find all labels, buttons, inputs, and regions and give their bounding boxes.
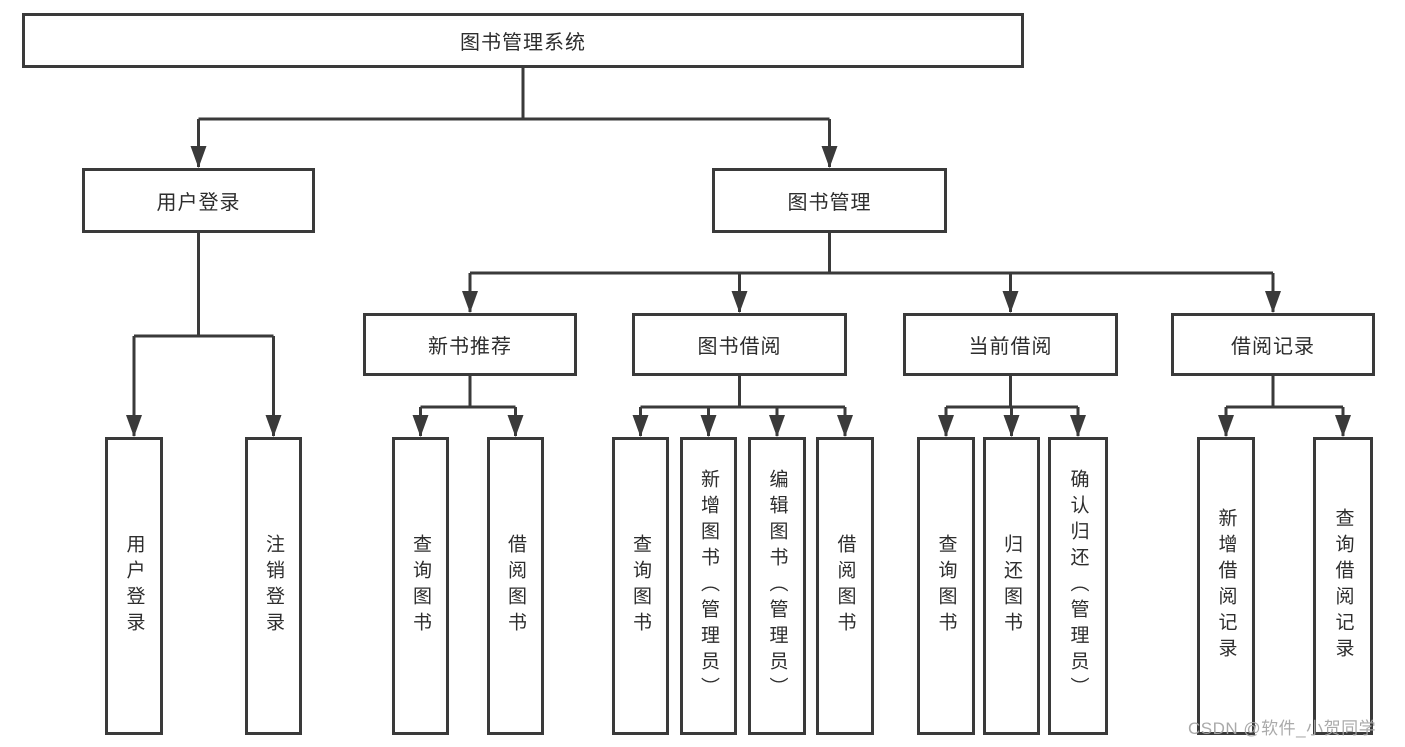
node-user-login-label: 用户登录 (156, 192, 241, 214)
csdn-watermark: CSDN @软件_小贺同学 (1188, 719, 1377, 738)
leaf-confirm-return-admin-label: 确认归还（管理员） (1067, 469, 1089, 703)
node-new-book-recommend: 新书推荐 (363, 313, 577, 376)
leaf-return-books: 归还图书 (983, 437, 1040, 735)
connector-group-user-login (126, 233, 282, 437)
node-current-borrowing: 当前借阅 (903, 313, 1118, 376)
connector-group-new-book (412, 376, 524, 437)
leaf-borrow-books-recommend: 借阅图书 (487, 437, 544, 735)
leaf-logout-label: 注销登录 (263, 534, 284, 638)
node-borrow-records-label: 借阅记录 (1231, 336, 1315, 358)
node-current-borrowing-label: 当前借阅 (968, 336, 1053, 358)
leaf-query-books-current: 查询图书 (917, 437, 975, 735)
node-user-login: 用户登录 (82, 168, 315, 233)
node-new-book-recommend-label: 新书推荐 (428, 336, 512, 358)
leaf-add-borrow-record: 新增借阅记录 (1197, 437, 1255, 735)
connector-group-root (190, 68, 838, 168)
node-book-management: 图书管理 (712, 168, 947, 233)
leaf-query-borrow-record-label: 查询借阅记录 (1332, 508, 1354, 664)
leaf-logout: 注销登录 (245, 437, 302, 735)
node-book-borrowing-label: 图书借阅 (697, 336, 782, 358)
leaf-query-books-current-label: 查询图书 (935, 534, 957, 638)
leaf-query-books-borrow-label: 查询图书 (630, 534, 651, 638)
node-borrow-records: 借阅记录 (1171, 313, 1375, 376)
node-root-system: 图书管理系统 (22, 13, 1024, 68)
leaf-user-login: 用户登录 (105, 437, 163, 735)
connector-group-borrow-records (1218, 376, 1351, 437)
leaf-query-books-recommend-label: 查询图书 (410, 534, 431, 638)
node-book-borrowing: 图书借阅 (632, 313, 847, 376)
leaf-return-books-label: 归还图书 (1001, 534, 1022, 638)
leaf-borrow-books: 借阅图书 (816, 437, 874, 735)
node-book-management-label: 图书管理 (787, 192, 872, 214)
leaf-edit-books-admin: 编辑图书（管理员） (748, 437, 806, 735)
leaf-user-login-label: 用户登录 (123, 534, 145, 638)
node-root-label: 图书管理系统 (460, 32, 586, 54)
connector-group-book-borrow (632, 376, 853, 437)
leaf-borrow-books-recommend-label: 借阅图书 (505, 534, 526, 638)
leaf-confirm-return-admin: 确认归还（管理员） (1048, 437, 1108, 735)
leaf-add-books-admin-label: 新增图书（管理员） (698, 469, 719, 703)
connector-group-current-borrow (938, 376, 1086, 437)
leaf-edit-books-admin-label: 编辑图书（管理员） (766, 469, 788, 703)
leaf-add-books-admin: 新增图书（管理员） (680, 437, 737, 735)
leaf-query-books-borrow: 查询图书 (612, 437, 669, 735)
leaf-query-borrow-record: 查询借阅记录 (1313, 437, 1373, 735)
connector-group-book-management (462, 233, 1281, 313)
leaf-query-books-recommend: 查询图书 (392, 437, 449, 735)
leaf-borrow-books-label: 借阅图书 (834, 534, 856, 638)
leaf-add-borrow-record-label: 新增借阅记录 (1215, 508, 1237, 664)
